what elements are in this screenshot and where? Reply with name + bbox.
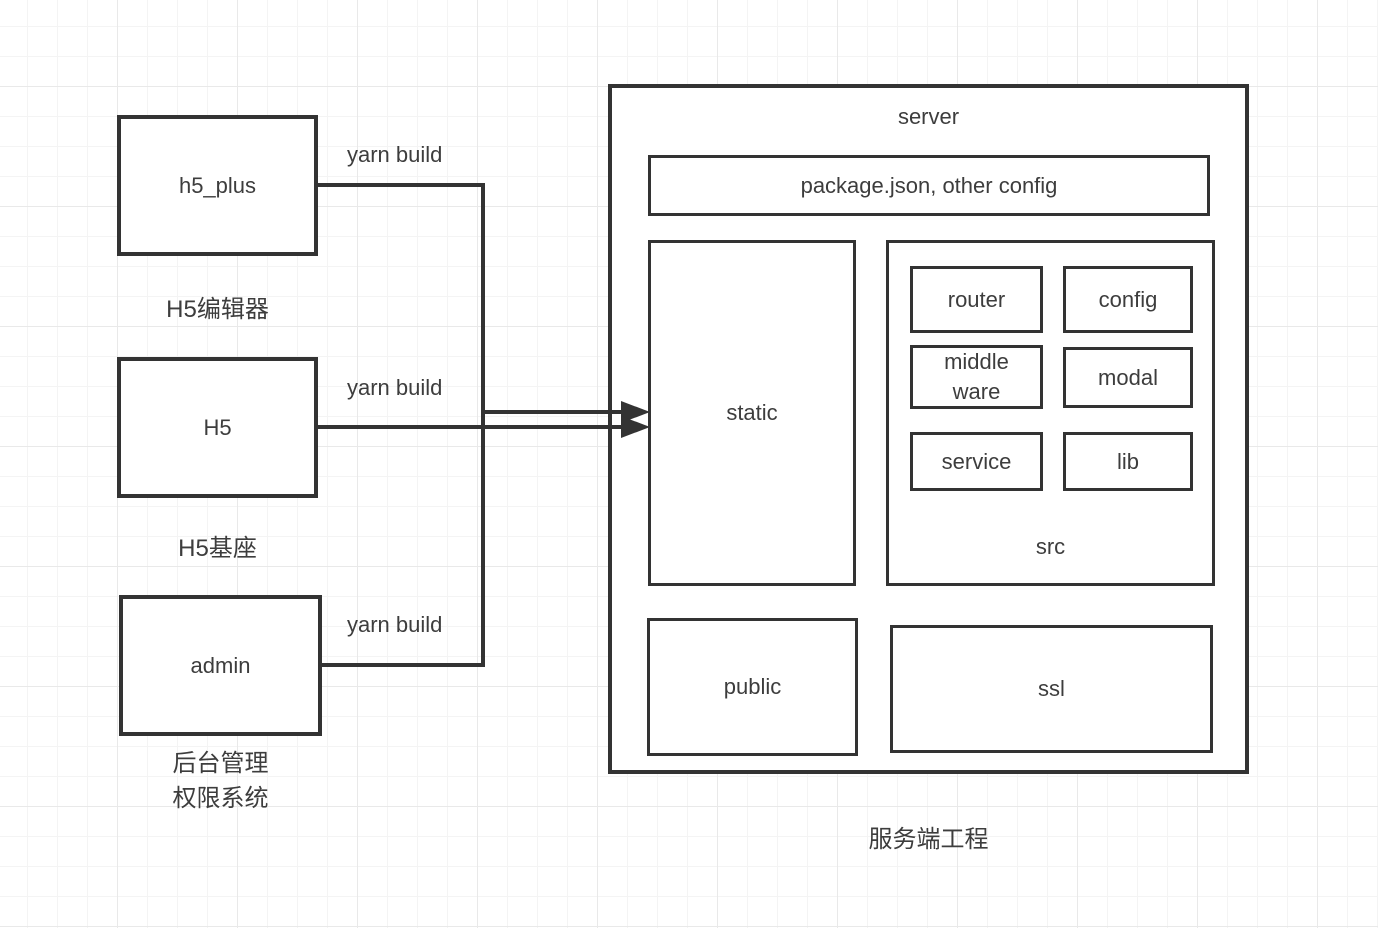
node-h5-plus: h5_plus — [117, 115, 318, 256]
server-caption: 服务端工程 — [868, 826, 989, 853]
edge-label-admin: yarn build — [347, 612, 443, 637]
config-files-box: package.json, other config — [648, 155, 1210, 216]
edge-label-h5-plus: yarn build — [347, 142, 443, 167]
caption-h5-plus: H5编辑器 — [166, 296, 269, 323]
caption-admin: 后台管理 权限系统 — [172, 750, 269, 812]
src-module-service: service — [910, 432, 1043, 491]
server-title: server — [897, 104, 960, 129]
static-box: static — [648, 240, 856, 586]
src-module-middleware: middle ware — [910, 345, 1043, 409]
node-h5: H5 — [117, 357, 318, 498]
node-admin: admin — [119, 595, 322, 736]
src-module-modal: modal — [1063, 347, 1193, 408]
ssl-box: ssl — [890, 625, 1213, 753]
src-module-router: router — [910, 266, 1043, 333]
caption-h5: H5基座 — [178, 535, 257, 562]
src-module-lib: lib — [1063, 432, 1193, 491]
src-module-config: config — [1063, 266, 1193, 333]
edge-label-h5: yarn build — [347, 375, 443, 400]
public-box: public — [647, 618, 858, 756]
src-label: src — [1035, 534, 1066, 559]
